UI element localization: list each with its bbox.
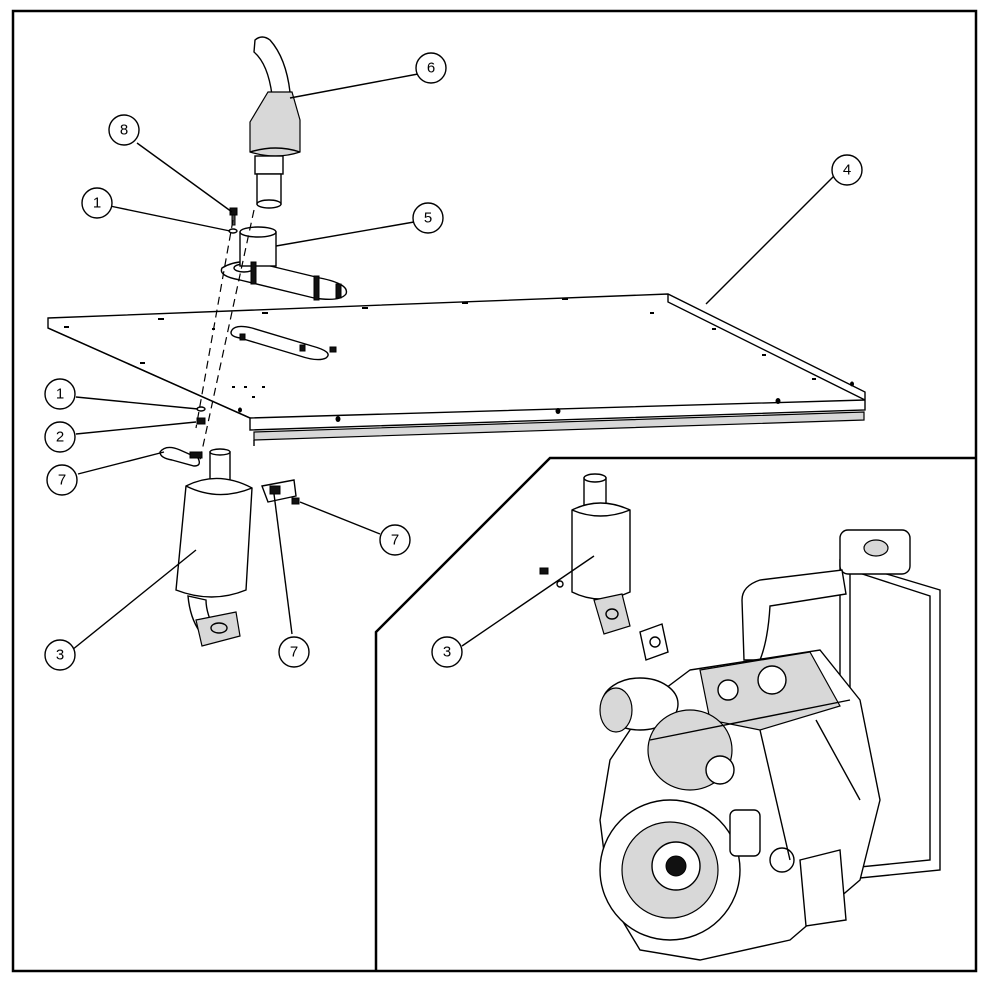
washer-nut-parts-1-2 (196, 406, 206, 425)
svg-text:5: 5 (424, 210, 432, 227)
clamp-part-7-left (159, 446, 203, 467)
roof-panel-part-4 (47, 293, 866, 446)
callout-5: 5 (412, 202, 444, 234)
svg-text:8: 8 (120, 122, 128, 139)
inset-frame (374, 456, 976, 971)
assembly-centerline-2 (195, 219, 234, 429)
assembly-centerline (199, 209, 255, 461)
svg-text:3: 3 (56, 647, 64, 664)
flange-plate-part-5 (220, 226, 348, 301)
svg-text:7: 7 (58, 472, 66, 489)
callout-3-inset: 3 (431, 636, 463, 668)
leader-lines (71, 73, 835, 651)
inset-engine (599, 529, 941, 961)
svg-text:7: 7 (290, 644, 298, 661)
callout-2: 2 (44, 421, 76, 453)
callout-7-bottom: 7 (278, 636, 310, 668)
svg-text:6: 6 (427, 60, 435, 77)
callout-7-right: 7 (379, 524, 411, 556)
svg-text:7: 7 (391, 532, 399, 549)
callout-1-bottom: 1 (44, 378, 76, 410)
callout-7-left: 7 (46, 464, 78, 496)
callout-8: 8 (108, 114, 140, 146)
svg-text:1: 1 (56, 386, 64, 403)
svg-text:2: 2 (56, 429, 64, 446)
muffler-part-3 (175, 448, 253, 647)
diagram-frame (11, 9, 978, 973)
clamp-part-7-right (261, 479, 300, 505)
exhaust-elbow-part-6 (249, 36, 301, 209)
callout-3-main: 3 (44, 639, 76, 671)
svg-text:4: 4 (843, 162, 851, 179)
svg-text:3: 3 (443, 644, 451, 661)
callout-4: 4 (831, 154, 863, 186)
svg-text:1: 1 (93, 195, 101, 212)
callout-1-top: 1 (81, 187, 113, 219)
inset-muffler (539, 473, 669, 661)
callout-6: 6 (415, 52, 447, 84)
